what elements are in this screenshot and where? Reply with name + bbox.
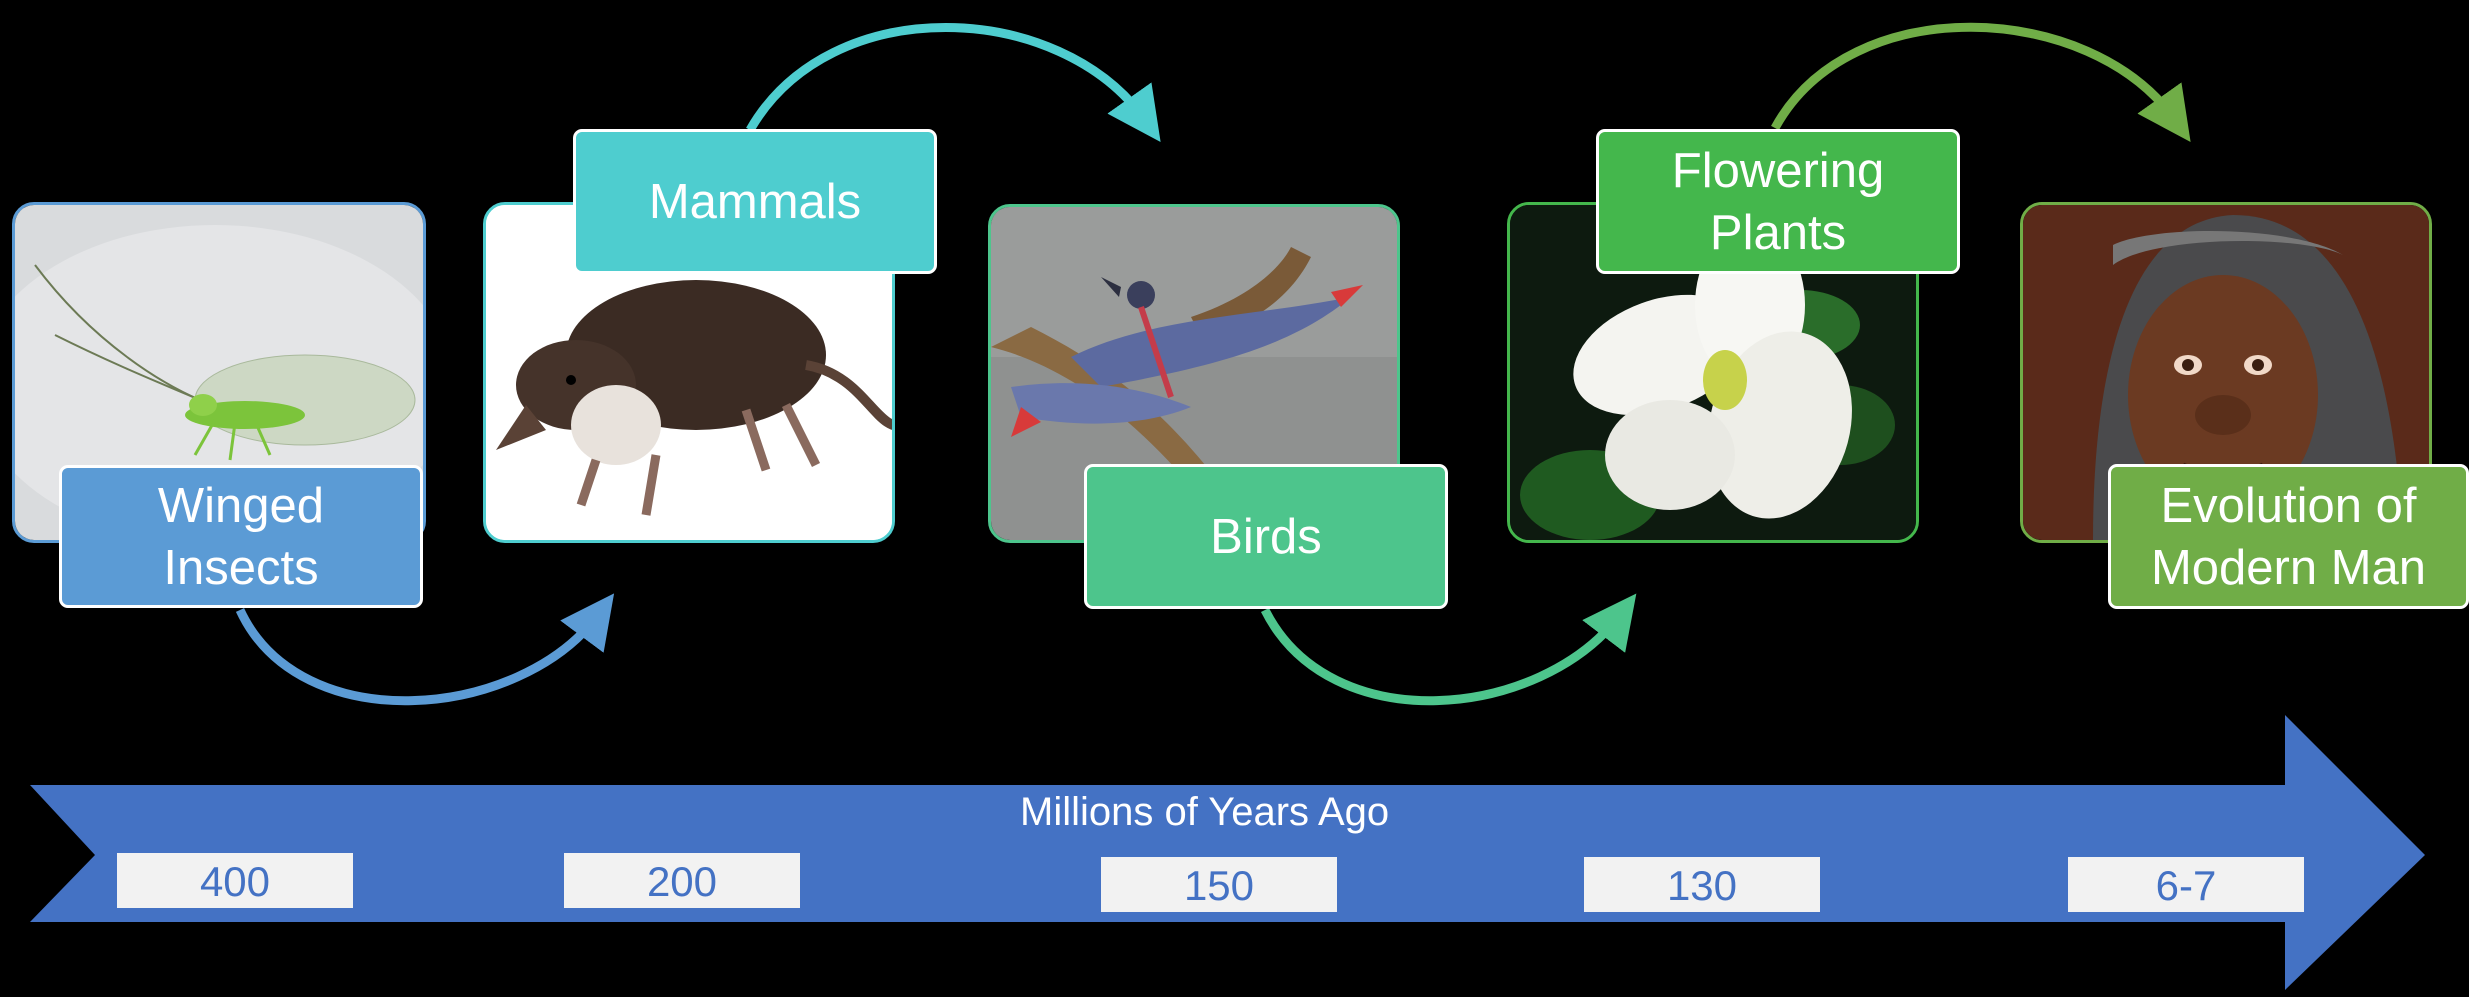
event-label-text: Evolution of Modern Man <box>2151 475 2426 599</box>
axis-title: Millions of Years Ago <box>1020 790 1389 835</box>
connector-arrow-4 <box>1775 27 2175 128</box>
connector-arrow-1 <box>240 610 598 701</box>
event-label-text: Birds <box>1210 506 1322 568</box>
event-label-birds: Birds <box>1084 464 1448 609</box>
tick-label: 200 <box>564 853 800 908</box>
connector-arrow-2 <box>750 28 1145 131</box>
tick-label: 6-7 <box>2068 857 2304 912</box>
event-label-text: Flowering Plants <box>1672 140 1884 264</box>
connector-arrow-3 <box>1265 610 1620 701</box>
event-label-winged-insects: Winged Insects <box>59 465 423 608</box>
event-label-text: Winged Insects <box>158 475 324 599</box>
timeline-arrow <box>30 715 2425 990</box>
event-label-mammals: Mammals <box>573 129 937 274</box>
event-label-modern-man: Evolution of Modern Man <box>2108 464 2469 609</box>
tick-label: 150 <box>1101 857 1337 912</box>
tick-label: 400 <box>117 853 353 908</box>
event-label-text: Mammals <box>649 171 861 233</box>
tick-label: 130 <box>1584 857 1820 912</box>
event-label-flowering-plants: Flowering Plants <box>1596 129 1960 274</box>
